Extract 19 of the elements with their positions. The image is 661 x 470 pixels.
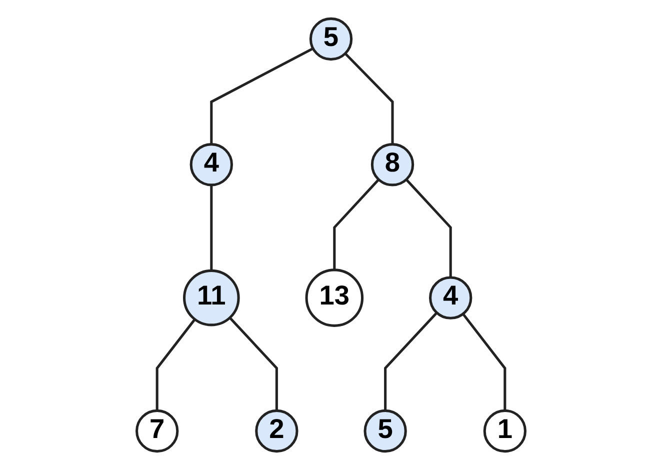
node-circle: 13	[304, 268, 364, 327]
node-circle: 1	[482, 409, 526, 453]
connector	[344, 52, 394, 144]
node-circle: 11	[182, 269, 240, 326]
connector	[462, 313, 506, 411]
connector	[210, 47, 314, 144]
node-circle: 2	[254, 409, 298, 453]
node-circle: 5	[308, 17, 352, 61]
connector	[384, 312, 438, 411]
connector	[404, 178, 452, 278]
node-circle: 4	[189, 143, 232, 186]
node-circle: 7	[135, 409, 178, 453]
node-circle: 5	[363, 409, 406, 453]
connector	[210, 184, 212, 271]
connector	[228, 316, 278, 411]
node-circle: 4	[428, 276, 472, 320]
connector	[155, 318, 196, 411]
connector	[332, 178, 380, 270]
node-circle: 8	[370, 143, 414, 186]
